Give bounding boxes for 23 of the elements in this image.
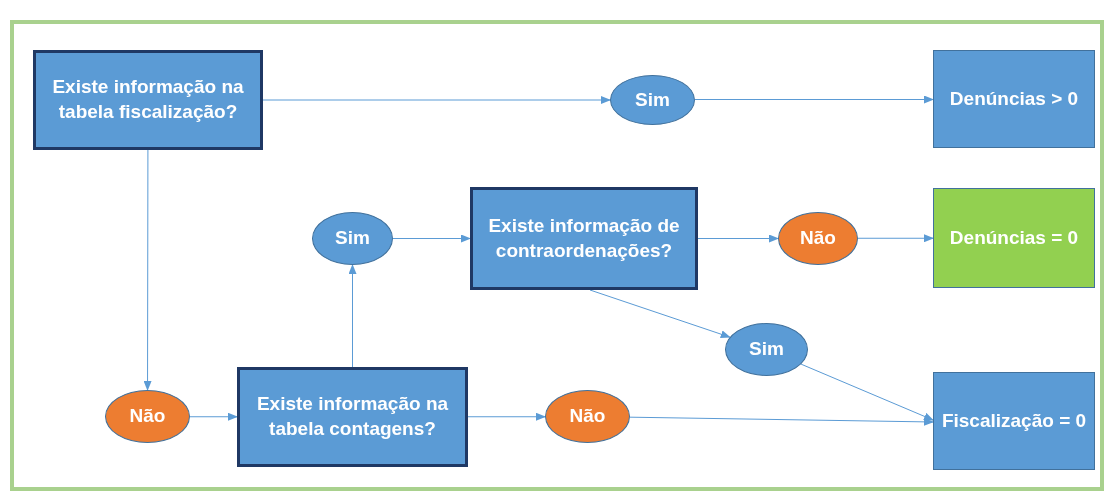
arrow <box>857 234 934 243</box>
decision-box: Existe informação de contraordenações? <box>470 187 698 290</box>
decision-box: Existe informação na tabela fiscalização? <box>33 50 263 150</box>
arrow <box>143 149 152 391</box>
arrow <box>348 264 357 368</box>
process-box: Denúncias > 0 <box>933 50 1095 148</box>
arrow <box>467 412 546 421</box>
arrow <box>189 412 238 421</box>
arrow <box>589 289 731 339</box>
no-ellipse: Não <box>105 390 190 443</box>
no-ellipse: Não <box>778 212 858 265</box>
arrow <box>629 416 934 426</box>
yes-ellipse: Sim <box>725 323 808 376</box>
process-box: Fiscalização = 0 <box>933 372 1095 470</box>
yes-ellipse: Sim <box>610 75 695 125</box>
no-ellipse: Não <box>545 390 630 443</box>
arrow <box>694 95 934 104</box>
arrow <box>262 96 611 104</box>
result-box: Denúncias = 0 <box>933 188 1095 288</box>
arrow <box>697 234 779 243</box>
decision-box: Existe informação na tabela contagens? <box>237 367 468 467</box>
arrow <box>392 234 471 243</box>
yes-ellipse: Sim <box>312 212 393 265</box>
